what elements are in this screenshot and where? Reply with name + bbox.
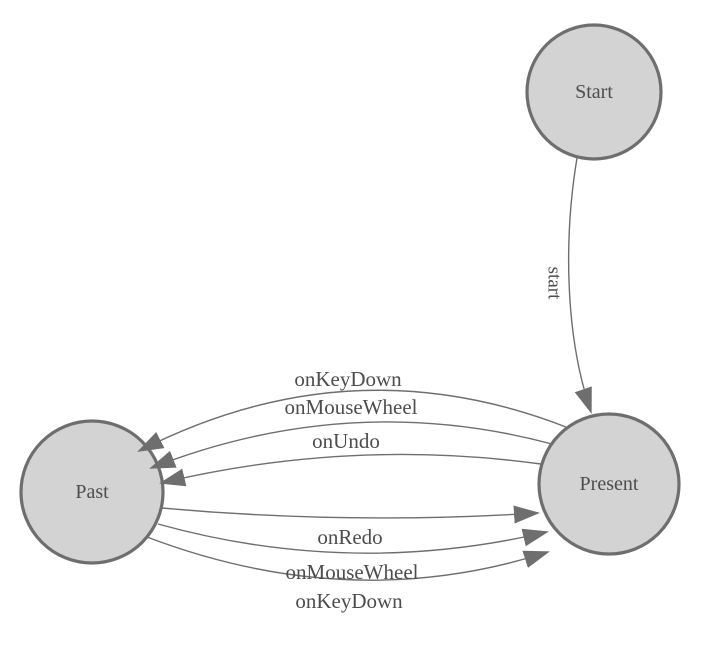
edge-label-1-onKeyDown: onKeyDown bbox=[294, 367, 402, 391]
edge-label-5-onMouseWheel: onMouseWheel bbox=[286, 560, 419, 584]
node-label-start: Start bbox=[575, 81, 613, 103]
edge-label-4-onRedo: onRedo bbox=[317, 525, 382, 549]
edge-label-3-onUndo: onUndo bbox=[312, 429, 380, 453]
node-label-present: Present bbox=[580, 473, 639, 495]
edge-label-2-onMouseWheel: onMouseWheel bbox=[285, 395, 418, 419]
edge-present-to-past-onMouseWheel bbox=[149, 421, 553, 469]
edges-layer bbox=[137, 157, 592, 581]
edge-label-0-start: start bbox=[544, 267, 565, 300]
node-present: Present bbox=[537, 412, 681, 556]
edge-label-6-onKeyDown: onKeyDown bbox=[295, 589, 403, 613]
node-circle-past bbox=[19, 419, 165, 565]
edge-labels-layer: start onKeyDown onMouseWheel onUndo onRedo on… bbox=[285, 267, 565, 613]
node-start: Start bbox=[525, 23, 663, 161]
edge-past-to-present-onKeyDown bbox=[146, 536, 550, 581]
node-past: Past bbox=[19, 419, 165, 565]
edge-past-to-present-onRedo bbox=[161, 505, 540, 524]
edge-past-to-present-onMouseWheel bbox=[157, 523, 549, 554]
node-label-past: Past bbox=[75, 481, 109, 503]
edge-present-to-past-onUndo bbox=[159, 453, 542, 487]
node-circle-start bbox=[525, 23, 663, 161]
edge-start-to-present-start bbox=[567, 157, 592, 414]
node-circle-present bbox=[537, 412, 681, 556]
edge-present-to-past-onKeyDown bbox=[137, 389, 567, 452]
